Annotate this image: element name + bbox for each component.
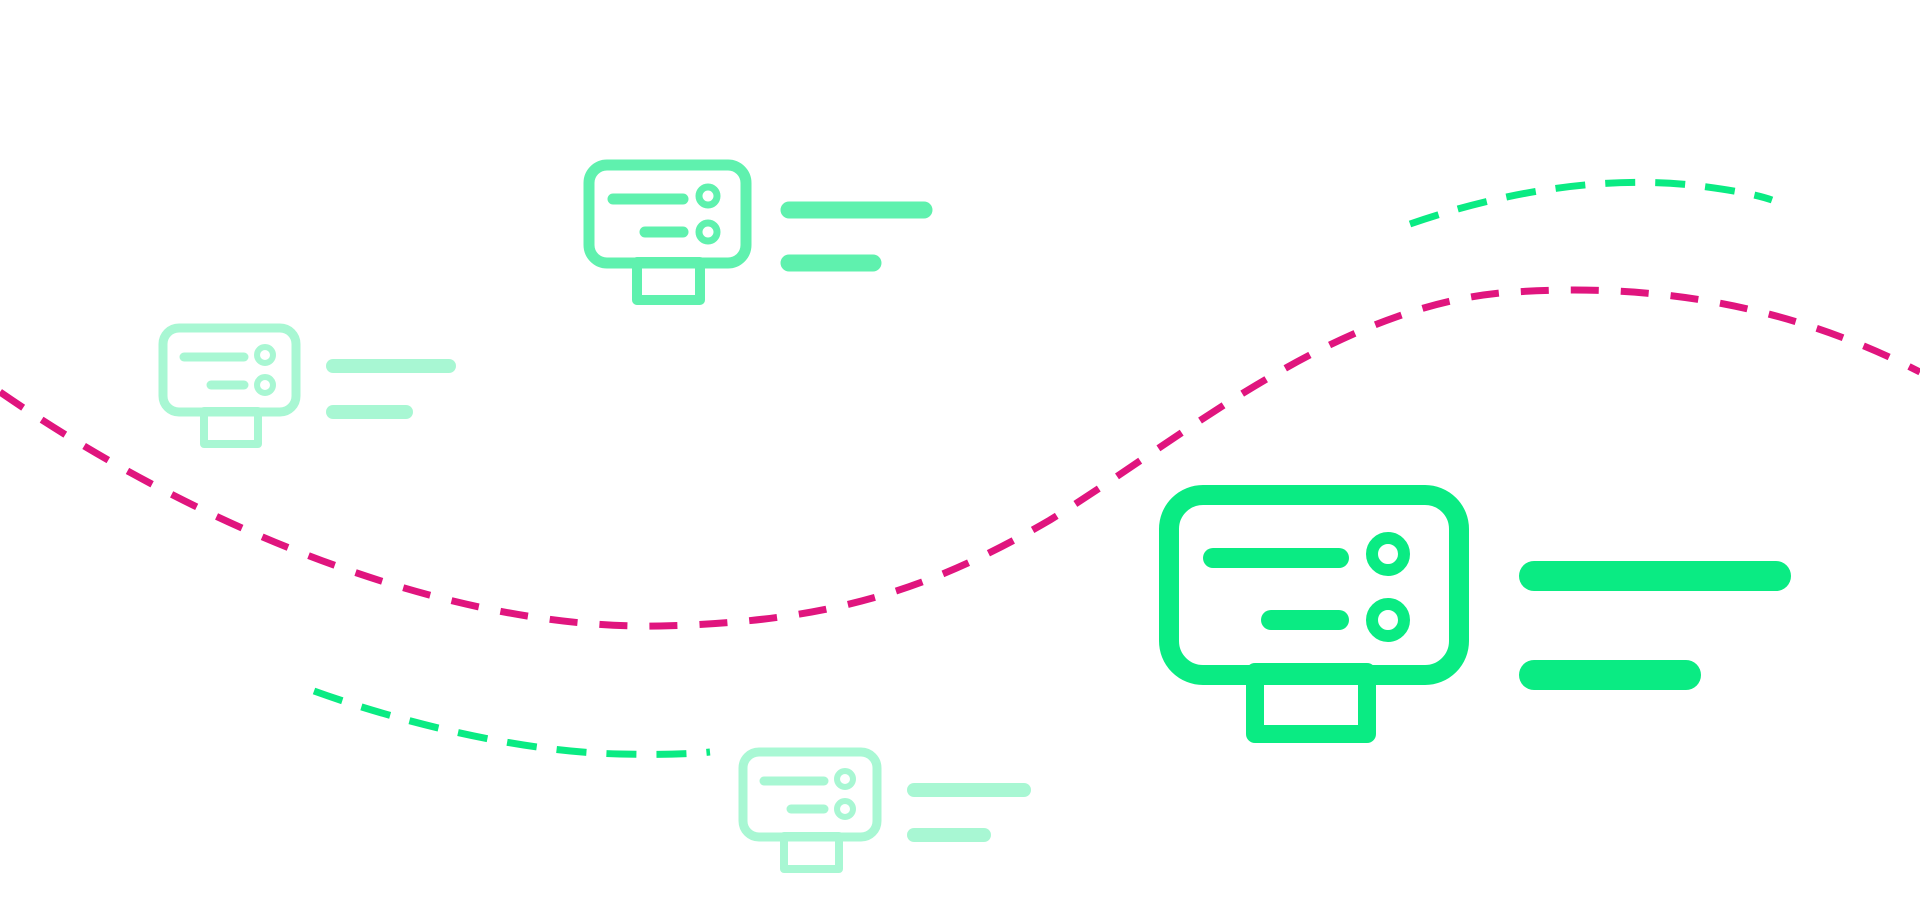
text-line-placeholder [1519, 561, 1791, 690]
green-dashed-arc-bottom [312, 687, 711, 758]
green-dashed-arc-top [1408, 178, 1774, 228]
text-line-placeholder [907, 783, 1031, 842]
server-device-icon [738, 747, 882, 873]
magenta-dashed-wave [0, 286, 1920, 630]
text-line-placeholder [326, 359, 456, 419]
text-line-placeholder [780, 201, 933, 272]
server-device-icon [158, 323, 301, 448]
server-device-icon [1159, 485, 1469, 743]
server-device-icon [583, 159, 752, 305]
